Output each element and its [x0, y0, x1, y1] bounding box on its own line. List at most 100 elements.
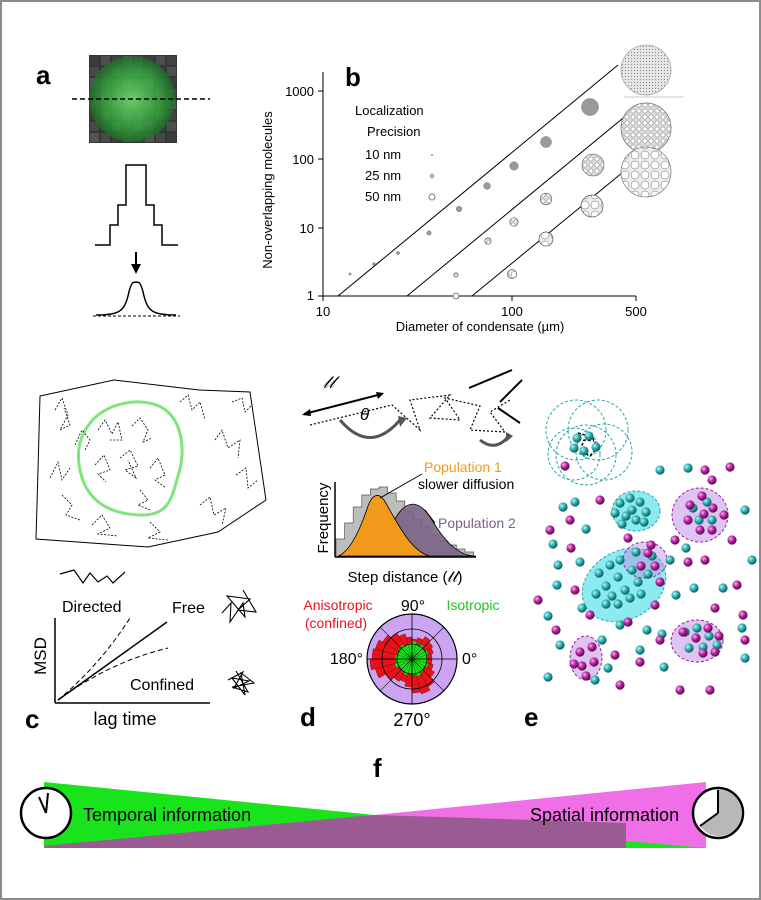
molecule-cyan [643, 569, 653, 579]
rose-wedge-isotropic [411, 650, 429, 660]
marker-50nm [538, 231, 554, 247]
molecule-cyan [671, 590, 681, 600]
trajectory [49, 460, 71, 482]
molecule-cyan [579, 446, 589, 456]
legend-title-line2: Precision [367, 124, 420, 139]
molecule-cyan [613, 599, 623, 609]
molecule-magenta [683, 557, 693, 567]
angle-label-270: 270° [393, 710, 430, 730]
molecule-cyan [692, 623, 702, 633]
inset-condensate-10nm [620, 44, 672, 96]
step-trajectory [309, 394, 511, 433]
trajectory [54, 397, 71, 431]
molecule-cyan [591, 589, 601, 599]
precision-ring [545, 399, 607, 461]
molecule-magenta [738, 610, 748, 620]
molecule-cyan [581, 524, 591, 534]
molecule-cyan [684, 643, 694, 653]
molecule-magenta [703, 623, 713, 633]
panel-label-c: c [25, 704, 39, 734]
molecule-magenta [727, 535, 737, 545]
label-confined: Confined [130, 677, 194, 694]
trajectory [199, 496, 227, 526]
molecule-cyan [615, 555, 625, 565]
panel-label-e: e [524, 702, 538, 732]
angle-arc-arrow [338, 419, 402, 439]
molecule-magenta [615, 680, 625, 690]
molecule-cyan [747, 555, 757, 565]
localization-rings [545, 399, 633, 486]
molecule-cyan [636, 589, 646, 599]
molecule-cyan [707, 515, 717, 525]
molecule-cyan [683, 463, 693, 473]
molecule-magenta [710, 647, 720, 657]
hist-x-label: Step distance (𝓁𝓁) [347, 569, 462, 586]
population-2-pointer [424, 509, 436, 524]
molecule-cyan [591, 442, 601, 452]
panel-f: Temporal information Spatial information [19, 782, 745, 848]
molecule-magenta [740, 635, 750, 645]
molecule-magenta [655, 577, 665, 587]
pixel-cell [166, 66, 177, 77]
trajectory [131, 417, 153, 443]
label-directed: Directed [62, 599, 122, 616]
marker-10nm [426, 230, 432, 236]
legend-marker-50nm [428, 193, 436, 201]
angle-label-90: 90° [401, 598, 425, 615]
panel-label-b: b [345, 62, 361, 92]
marker-10nm [581, 98, 599, 116]
population-2-label: Population 2 [438, 515, 516, 531]
molecule-cyan [633, 577, 643, 587]
molecule-magenta [610, 650, 620, 660]
panel-c: Directed Free Confined MSD lag time [31, 379, 267, 729]
molecule-magenta [705, 685, 715, 695]
step-symbol-label: 𝓁𝓁 [323, 373, 341, 392]
molecule-cyan [665, 555, 675, 565]
chart-series [337, 64, 629, 300]
molecule-cyan [631, 515, 641, 525]
rose-wedge-isotropic [403, 658, 413, 676]
pixel-intensity-profile [95, 164, 178, 246]
panel-b: 1000 100 10 1 10 100 500 Non-overlapping… [260, 44, 684, 334]
molecule-magenta [670, 535, 680, 545]
molecule-cyan [620, 585, 630, 595]
molecule-magenta [710, 603, 720, 613]
step-length-arrow [303, 393, 383, 415]
molecule-cyan [615, 498, 625, 508]
scaling-line [337, 64, 619, 297]
hist-y-label: Frequency [315, 482, 332, 553]
arc-arrowhead-icon [398, 416, 407, 427]
molecule-cyan [681, 543, 691, 553]
condensate-boundary [76, 400, 184, 517]
inset-condensate-50nm [620, 146, 672, 198]
free-trajectory-icon [221, 589, 258, 624]
molecule-magenta [533, 595, 543, 605]
molecule-magenta [707, 475, 717, 485]
arc-arrowhead-icon [506, 432, 513, 442]
x-tick-label-500: 500 [625, 304, 647, 319]
pixel-cell [166, 121, 177, 132]
x-tick-label-100: 100 [501, 304, 523, 319]
population-1-pointer [379, 473, 423, 499]
molecule-cyan [704, 631, 714, 641]
molecule-cyan [621, 511, 631, 521]
anisotropic-label: Anisotropic [303, 597, 372, 613]
clock-left-hand-icon [38, 796, 47, 814]
inset-condensate-25nm [620, 102, 672, 154]
trajectory [97, 419, 123, 441]
molecule-cyan [597, 635, 607, 645]
molecule-magenta [697, 491, 707, 501]
scaling-line [406, 113, 629, 297]
pixel-cell [89, 55, 100, 66]
gaussian-fit-curve [95, 281, 177, 316]
molecule-cyan [607, 591, 617, 601]
molecule-magenta [646, 540, 656, 550]
molecule-cyan [641, 507, 651, 517]
legend-item-50nm: 50 nm [365, 189, 401, 204]
molecule-cyan [543, 611, 553, 621]
clock-right-hand-icon [699, 812, 719, 827]
molecule-cyan [737, 623, 747, 633]
label-free: Free [172, 600, 205, 617]
trajectory [146, 521, 169, 541]
